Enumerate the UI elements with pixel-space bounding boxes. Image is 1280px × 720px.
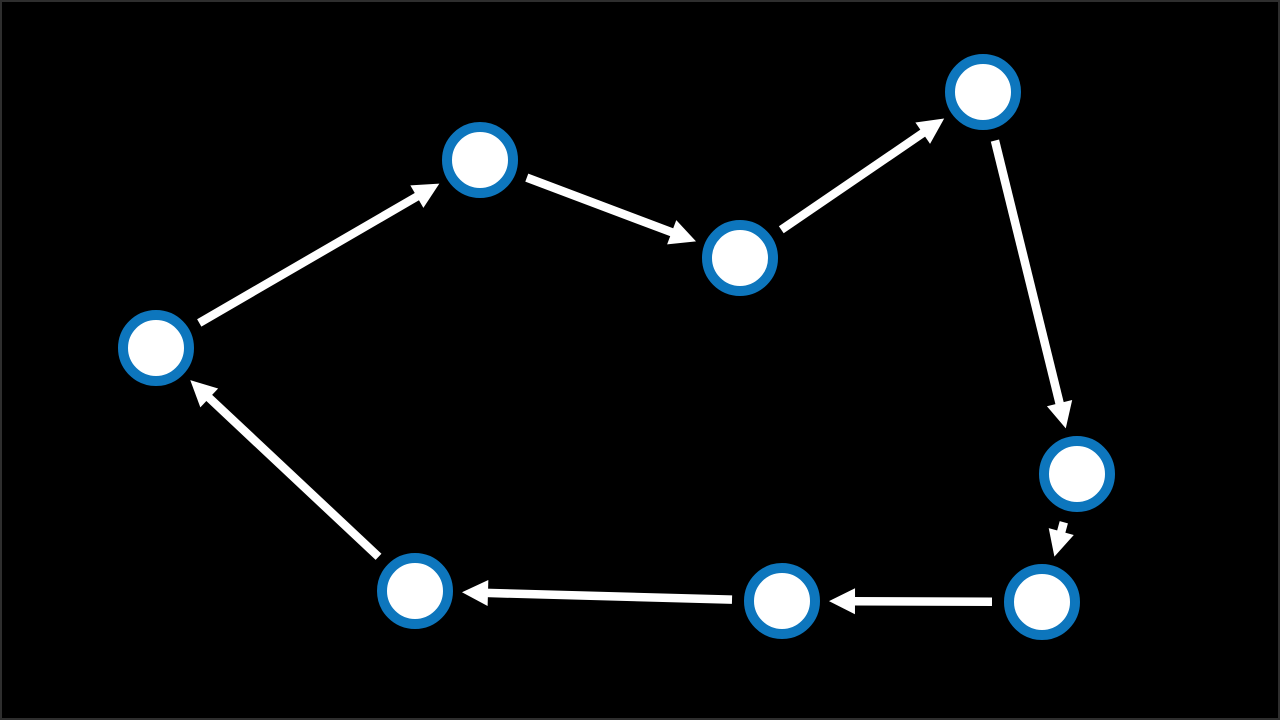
graph-node-n1 xyxy=(118,310,194,386)
nodes-layer xyxy=(118,54,1115,640)
edge-n8-n1 xyxy=(190,380,382,560)
arrowhead-icon xyxy=(915,118,945,144)
edge-n1-n2 xyxy=(197,183,440,327)
edge-shaft xyxy=(204,393,382,560)
edge-shaft xyxy=(485,588,733,604)
arrowhead-icon xyxy=(828,588,856,615)
graph-node-n5 xyxy=(1039,436,1115,512)
edge-n5-n6 xyxy=(1048,521,1074,557)
edge-n6-n7 xyxy=(828,588,993,615)
edges-layer xyxy=(190,118,1074,615)
graph-node-n2 xyxy=(442,122,518,198)
edge-n4-n5 xyxy=(990,139,1073,429)
graph-node-n4 xyxy=(945,54,1021,130)
edge-shaft xyxy=(525,173,676,237)
graph-node-n7 xyxy=(744,563,820,639)
edge-n7-n8 xyxy=(461,579,733,606)
arrowhead-icon xyxy=(410,183,440,208)
graph-node-n6 xyxy=(1004,564,1080,640)
arrowhead-icon xyxy=(667,220,697,245)
arrowhead-icon xyxy=(1046,400,1073,429)
edge-shaft xyxy=(852,597,993,607)
edge-n3-n4 xyxy=(778,118,945,234)
arrowhead-icon xyxy=(190,380,219,408)
arrowhead-icon xyxy=(461,579,489,606)
edge-shaft xyxy=(990,139,1065,407)
edge-shaft xyxy=(778,128,927,234)
graph-node-n8 xyxy=(377,553,453,629)
edge-n2-n3 xyxy=(525,173,697,245)
arrowhead-icon xyxy=(1048,528,1074,557)
graph-node-n3 xyxy=(702,220,778,296)
edge-shaft xyxy=(197,191,421,327)
